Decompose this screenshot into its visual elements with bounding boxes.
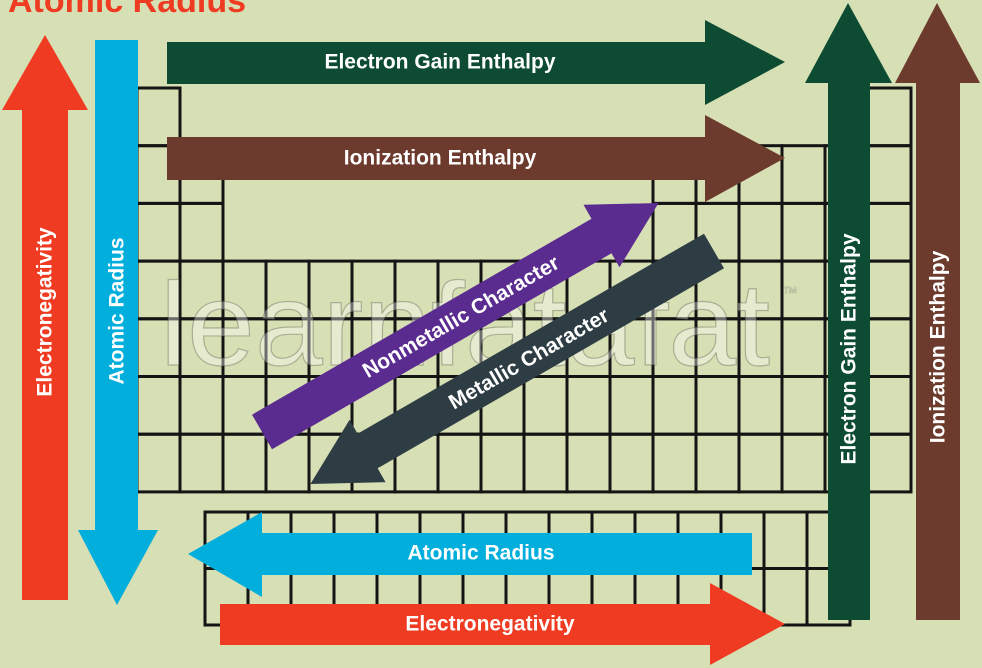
ionization-enthalpy-horizontal-arrow-shape: [167, 115, 785, 202]
ionization-enthalpy-vertical-arrow-shape: [895, 3, 980, 620]
periodic-table-cell: [780, 432, 827, 494]
periodic-table-cell: [866, 86, 913, 148]
periodic-table-cell: [221, 432, 268, 494]
periodic-table-cell: [866, 144, 913, 205]
watermark-trademark: ™: [782, 285, 798, 302]
periodic-table-cell: [651, 432, 698, 494]
metallic-character-arrow-shape: [310, 233, 724, 484]
atomic-radius-vertical-arrow: Atomic Radius: [78, 40, 158, 605]
electron-gain-enthalpy-vertical-arrow: Electron Gain Enthalpy: [805, 3, 892, 620]
electronegativity-horizontal-arrow: Electronegativity: [220, 583, 785, 665]
electronegativity-horizontal-arrow-shape: [220, 583, 785, 665]
periodic-table-cell: [737, 432, 784, 494]
periodic-table-cell: [866, 375, 913, 436]
electron-gain-enthalpy-horizontal-arrow: Electron Gain Enthalpy: [167, 20, 785, 105]
electron-gain-enthalpy-horizontal-label: Electron Gain Enthalpy: [324, 51, 555, 74]
electronegativity-vertical-arrow-shape: [2, 35, 88, 600]
periodic-table-cell: [780, 317, 827, 378]
ionization-enthalpy-horizontal-arrow: Ionization Enthalpy: [167, 115, 785, 202]
periodic-table-cell: [178, 201, 225, 263]
electronegativity-horizontal-label: Electronegativity: [405, 613, 575, 636]
nonmetallic-character-arrow-shape: [252, 203, 659, 450]
periodic-table-cell: [479, 432, 526, 494]
page-title: Atomic Radius: [8, 0, 246, 20]
ionization-enthalpy-horizontal-label: Ionization Enthalpy: [344, 147, 537, 170]
atomic-radius-vertical-label: Atomic Radius: [106, 237, 129, 384]
electronegativity-vertical-label: Electronegativity: [34, 227, 57, 397]
periodic-table-cell: [135, 201, 182, 263]
periodic-table-cell: [135, 432, 182, 494]
atomic-radius-horizontal-arrow-shape: [188, 512, 752, 597]
atomic-radius-horizontal-label: Atomic Radius: [407, 542, 554, 565]
electron-gain-enthalpy-vertical-arrow-shape: [805, 3, 892, 620]
ionization-enthalpy-vertical-arrow: Ionization Enthalpy: [895, 3, 980, 620]
periodic-table-cell: [737, 201, 784, 263]
periodic-table-cell: [694, 432, 741, 494]
periodic-table-cell: [436, 432, 483, 494]
periodic-table-cell: [565, 432, 612, 494]
f-block-cell: [762, 510, 809, 570]
periodic-table-cell: [608, 432, 655, 494]
atomic-radius-vertical-arrow-shape: [78, 40, 158, 605]
periodic-table-cell: [522, 432, 569, 494]
atomic-radius-horizontal-arrow: Atomic Radius: [188, 512, 752, 597]
periodic-table-cell: [780, 201, 827, 263]
periodic-table-cell: [178, 432, 225, 494]
periodic-table-cell: [866, 201, 913, 263]
periodic-table-cell: [780, 144, 827, 205]
periodic-table-cell: [780, 375, 827, 436]
periodic-table-cell: [866, 259, 913, 321]
periodic-table-cell: [866, 432, 913, 494]
electron-gain-enthalpy-horizontal-arrow-shape: [167, 20, 785, 105]
electronegativity-vertical-arrow: Electronegativity: [2, 35, 88, 600]
ionization-enthalpy-vertical-label: Ionization Enthalpy: [927, 250, 950, 443]
periodic-table-cell: [866, 317, 913, 378]
electron-gain-enthalpy-vertical-label: Electron Gain Enthalpy: [838, 233, 861, 464]
